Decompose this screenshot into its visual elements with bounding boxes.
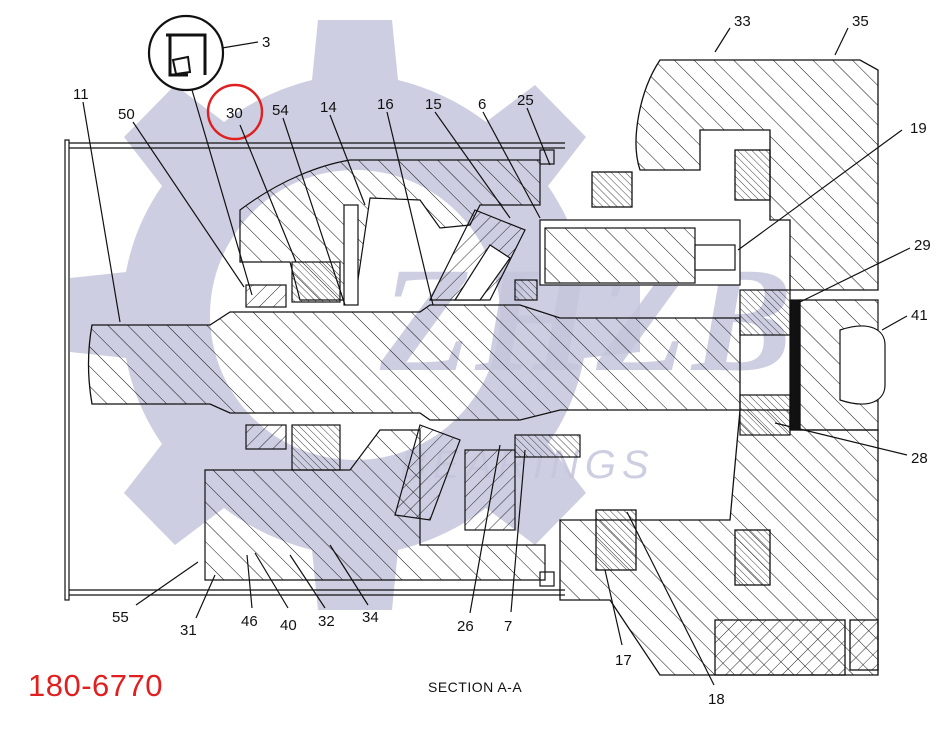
main-shaft [87, 304, 741, 421]
part-number: 180-6770 [28, 668, 164, 703]
callout-31: 31 [180, 622, 197, 639]
callout-15: 15 [425, 96, 442, 113]
upper-piston [539, 219, 741, 286]
callout-6: 6 [478, 96, 486, 113]
callout-40: 40 [280, 617, 297, 634]
callout-16: 16 [377, 96, 394, 113]
callout-28: 28 [911, 450, 928, 467]
callout-labels: 3 33 35 11 50 30 54 14 16 15 6 25 19 29 … [73, 13, 931, 708]
callout-54: 54 [272, 102, 289, 119]
highlight-circle-30 [206, 83, 264, 141]
callout-46: 46 [241, 613, 258, 630]
callout-41: 41 [911, 307, 928, 324]
callout-11: 11 [73, 86, 89, 103]
callout-25: 25 [517, 92, 534, 109]
end-cap [739, 289, 886, 436]
callout-35: 35 [852, 13, 869, 30]
callout-18: 18 [708, 691, 725, 708]
callout-30: 30 [226, 105, 243, 122]
callout-3: 3 [262, 34, 270, 51]
end-housing-upper [591, 59, 879, 291]
detail-callout-3 [147, 14, 225, 92]
end-housing-lower [559, 409, 879, 676]
upper-tapered-bearing [429, 209, 538, 301]
callout-34: 34 [362, 609, 379, 626]
callout-26: 26 [457, 618, 474, 635]
callout-33: 33 [734, 13, 751, 30]
callout-29: 29 [914, 237, 931, 254]
callout-50: 50 [118, 106, 135, 123]
callout-55: 55 [112, 609, 129, 626]
section-title: SECTION A-A [428, 679, 523, 695]
callout-7: 7 [504, 618, 512, 635]
callout-32: 32 [318, 613, 335, 630]
callout-19: 19 [910, 120, 927, 137]
lower-housing [204, 424, 546, 581]
lower-spring [514, 434, 581, 458]
callout-14: 14 [320, 99, 337, 116]
callout-17: 17 [615, 652, 632, 669]
leader-lines [82, 27, 911, 686]
upper-housing [239, 159, 541, 308]
